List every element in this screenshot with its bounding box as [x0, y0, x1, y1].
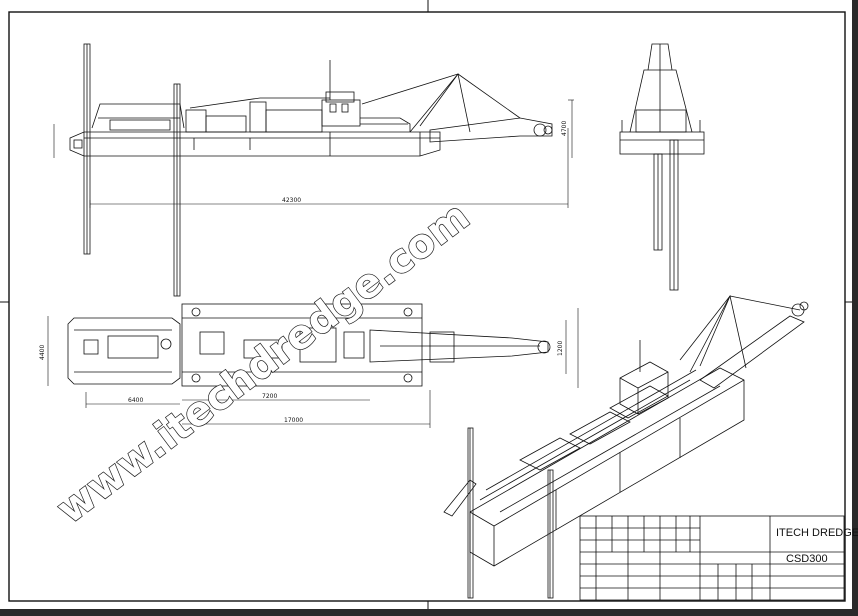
title-model: CSD300	[786, 553, 828, 565]
plan-view	[67, 303, 551, 387]
dim-plan-segment-a: 6400	[128, 397, 143, 404]
side-elevation-view	[69, 43, 553, 297]
front-view	[619, 43, 705, 291]
dim-plan-overall-width: 4400	[39, 345, 46, 360]
dim-side-overall-length: 42300	[282, 197, 301, 204]
isometric-view	[443, 294, 809, 599]
title-block	[579, 515, 845, 601]
dim-side-height: 4700	[561, 121, 568, 136]
dim-plan-segment-c: 17000	[284, 417, 303, 424]
sheet-border	[8, 11, 846, 602]
plan-dimension-lines	[47, 308, 579, 428]
side-dimension-lines	[53, 99, 574, 208]
dim-plan-width-right: 1200	[557, 341, 564, 356]
title-company: ITECH DREDGE	[776, 527, 858, 539]
dim-plan-segment-b: 7200	[262, 393, 277, 400]
